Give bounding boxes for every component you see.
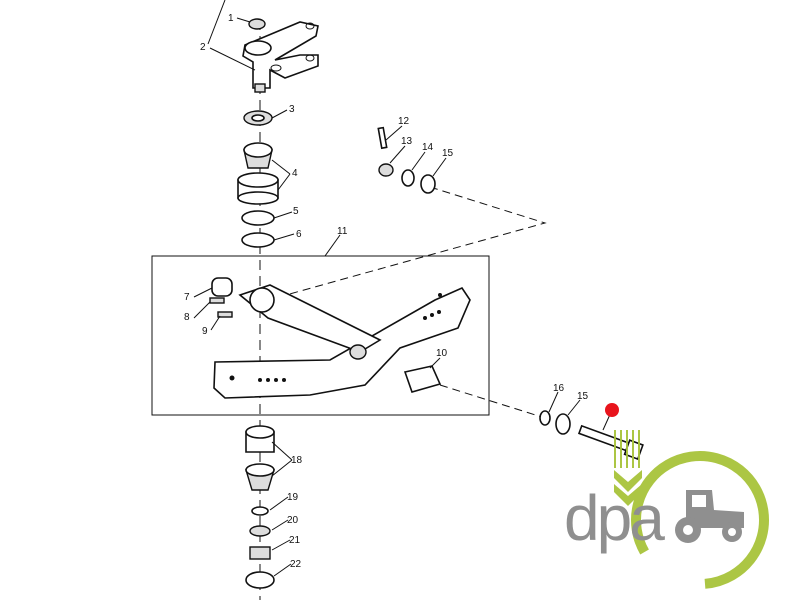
tractor-icon (675, 490, 744, 543)
callout-leaders (193, 0, 581, 577)
callout-20: 20 (287, 515, 299, 526)
part-15-washer-lower (555, 413, 571, 435)
callout-7: 7 (184, 292, 190, 303)
callout-21: 21 (289, 535, 301, 546)
part-5-ring (241, 210, 275, 226)
part-7-bushing (211, 277, 233, 297)
part-2-steering-arm (242, 21, 319, 93)
wheat-icon (614, 430, 642, 506)
callout-1: 1 (228, 13, 234, 24)
part-4-bearing (237, 142, 279, 205)
part-22-cap (245, 571, 275, 589)
callout-3: 3 (289, 104, 295, 115)
part-10-pin (403, 365, 442, 393)
leader-dashed-lower (439, 384, 546, 419)
part-15-washer (420, 174, 436, 194)
callout-2: 2 (200, 42, 206, 53)
callout-15-lower: 15 (577, 391, 589, 402)
callout-6: 6 (296, 229, 302, 240)
callout-4: 4 (292, 168, 298, 179)
part-12-cotter-pin (377, 126, 388, 150)
logo-gear-ring (631, 451, 769, 589)
part-20-lockwasher (249, 525, 271, 537)
part-19-washer (251, 506, 269, 516)
part-1-washer (248, 18, 266, 30)
part-8-fitting (209, 297, 225, 304)
part-6-ring (241, 232, 275, 248)
callout-13: 13 (401, 136, 413, 147)
callout-11: 11 (337, 226, 348, 237)
assembly-frame (151, 255, 490, 416)
part-16-washer (539, 410, 551, 426)
logo-text: dpa (564, 482, 665, 554)
part-14-washer (401, 169, 415, 187)
callout-8: 8 (184, 312, 190, 323)
part-11-axle (213, 284, 471, 399)
dpa-logo: dpa (564, 430, 769, 589)
callout-10: 10 (436, 348, 448, 359)
part-9-fitting (217, 311, 233, 318)
callout-19: 19 (287, 492, 299, 503)
callout-9: 9 (202, 326, 208, 337)
callout-15: 15 (442, 148, 454, 159)
highlight-marker (605, 403, 619, 417)
callout-12: 12 (398, 116, 410, 127)
leader-dashed-upper (267, 186, 547, 301)
callout-14: 14 (422, 142, 434, 153)
callout-5: 5 (293, 206, 299, 217)
part-13-castle-nut (378, 163, 394, 177)
callout-22: 22 (290, 559, 302, 570)
callout-18: 18 (291, 455, 303, 466)
callout-16: 16 (553, 383, 565, 394)
part-21-nut (249, 546, 271, 560)
